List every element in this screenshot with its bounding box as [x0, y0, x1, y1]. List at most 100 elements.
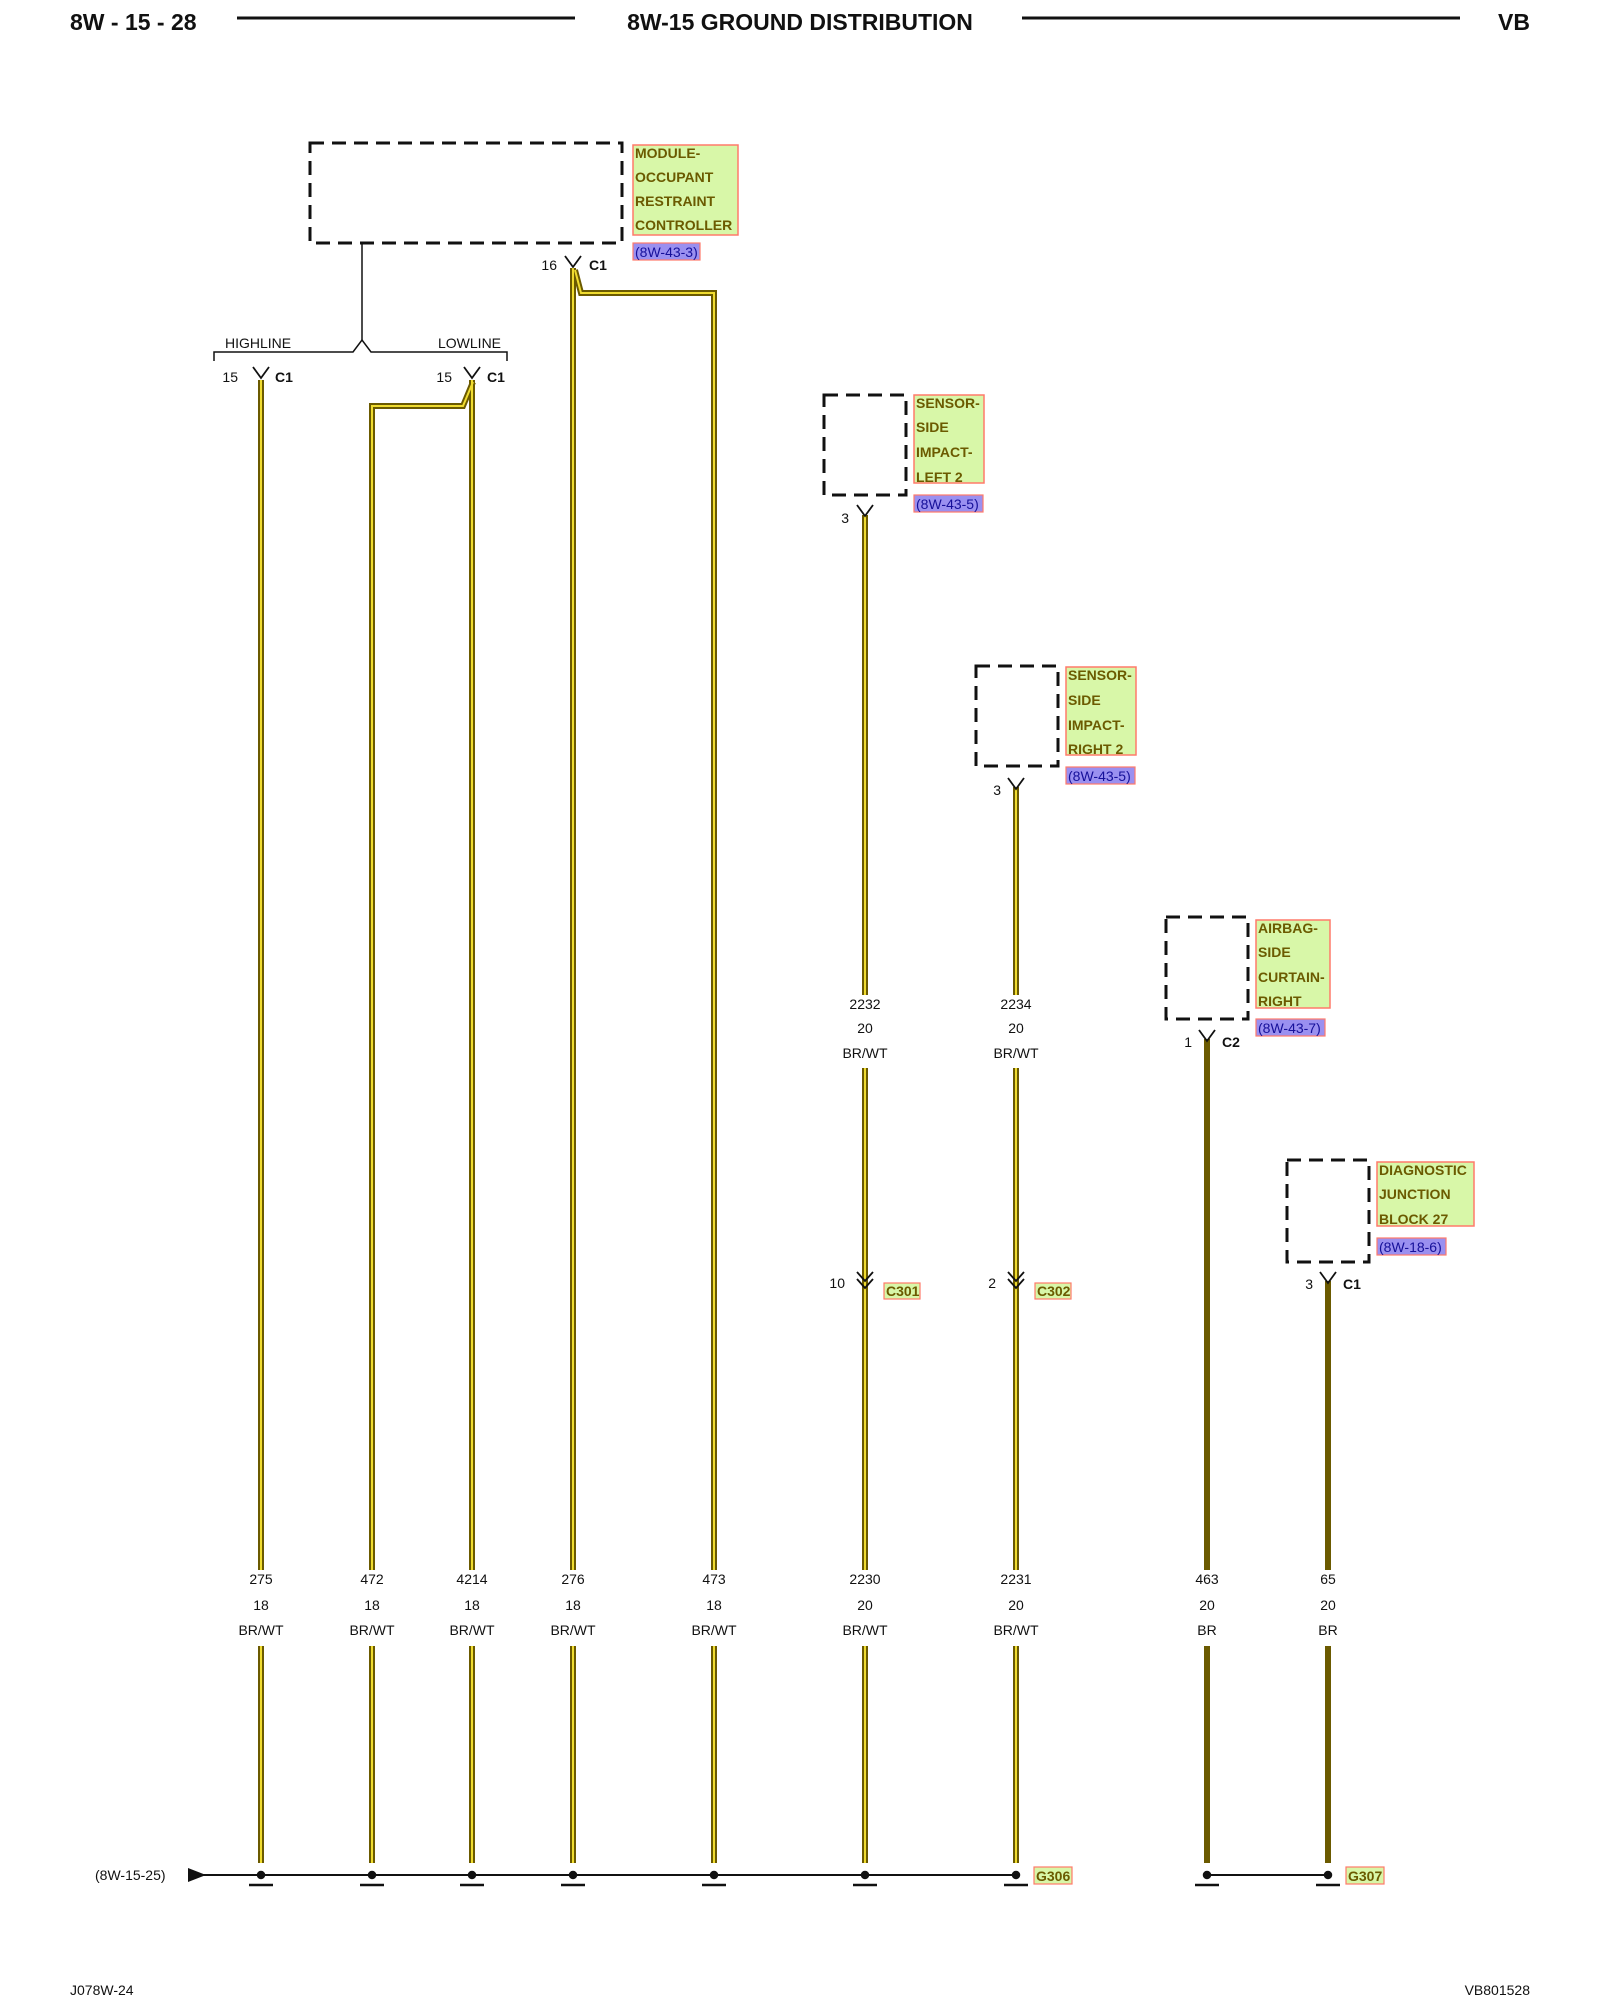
connector-pin-icon [1319, 1271, 1337, 1285]
wire-color: BR/WT [691, 1622, 737, 1638]
wire-color: BR/WT [349, 1622, 395, 1638]
asc-ref-link[interactable]: (8W-43-7) [1258, 1020, 1321, 1036]
connector-name: C1 [1343, 1276, 1361, 1292]
ssir-label-line: IMPACT- [1068, 717, 1125, 733]
wire-circuit-number: 2232 [849, 996, 880, 1012]
orc-label-line: OCCUPANT [635, 169, 714, 185]
inline-pin-number: 10 [829, 1275, 845, 1291]
wire-circuit-number: 2231 [1000, 1571, 1031, 1587]
pin-number: 15 [436, 369, 452, 385]
orc-ref-link[interactable]: (8W-43-3) [635, 244, 698, 260]
wire-color: BR/WT [550, 1622, 596, 1638]
wire-color: BR/WT [842, 1045, 888, 1061]
lower-wire-labels: 275 18 BR/WT 472 18 BR/WT 4214 18 BR/WT … [226, 1570, 1363, 1646]
wire-color: BR [1318, 1622, 1337, 1638]
orc-label-line: CONTROLLER [635, 217, 732, 233]
orc-label-line: RESTRAINT [635, 193, 716, 209]
wire-color: BR [1197, 1622, 1216, 1638]
wire-color: BR/WT [993, 1045, 1039, 1061]
wire-circuit-number: 65 [1320, 1571, 1336, 1587]
c301-link[interactable]: C301 [886, 1283, 920, 1299]
connector-pin-icon [564, 255, 582, 269]
wire-gauge: 20 [857, 1597, 873, 1613]
footer-right-code: VB801528 [1465, 1982, 1531, 1998]
connector-name: C2 [1222, 1034, 1240, 1050]
wire-gauge: 18 [364, 1597, 380, 1613]
djb-label-line: JUNCTION [1379, 1186, 1451, 1202]
connector-pin-icon [252, 366, 270, 380]
page-title: 8W-15 GROUND DISTRIBUTION [627, 9, 973, 35]
ssil-label-line: IMPACT- [916, 444, 973, 460]
orc-module-box [308, 141, 624, 245]
option-bracket [213, 243, 508, 361]
c302-tag-bg [1034, 1282, 1072, 1300]
continuation-arrow-icon [188, 1868, 206, 1882]
asc-label-line: CURTAIN- [1258, 969, 1325, 985]
djb-label-line: BLOCK 27 [1379, 1211, 1448, 1227]
g307-link[interactable]: G307 [1348, 1868, 1382, 1884]
wire-gauge: 18 [565, 1597, 581, 1613]
wire-gauge: 18 [464, 1597, 480, 1613]
wire-color: BR/WT [449, 1622, 495, 1638]
orc-label-line: MODULE- [635, 145, 701, 161]
ssir-label-line: SENSOR- [1068, 667, 1132, 683]
ssil-label-line: SIDE [916, 419, 949, 435]
asc-label-line: SIDE [1258, 944, 1291, 960]
ssir-label-line: RIGHT 2 [1068, 741, 1123, 757]
wire-circuit-number: 276 [561, 1571, 585, 1587]
c302-link[interactable]: C302 [1037, 1283, 1071, 1299]
pin-number: 15 [222, 369, 238, 385]
connector-name: C1 [275, 369, 293, 385]
ssil-label-line: SENSOR- [916, 395, 980, 411]
lowline-label: LOWLINE [438, 335, 501, 351]
wire-circuit-number: 4214 [456, 1571, 487, 1587]
wire-color: BR/WT [238, 1622, 284, 1638]
model-code: VB [1498, 9, 1530, 35]
wire-circuit-number: 275 [249, 1571, 273, 1587]
inline-pin-number: 2 [988, 1275, 996, 1291]
ground-bus [188, 1868, 1340, 1887]
djb-label-line: DIAGNOSTIC [1379, 1162, 1467, 1178]
side-impact-right-label: SENSOR- SIDE IMPACT- RIGHT 2 (8W-43-5) [1065, 666, 1137, 785]
ssil-ref-link[interactable]: (8W-43-5) [916, 496, 979, 512]
g306-link[interactable]: G306 [1036, 1868, 1070, 1884]
g306-tag-bg [1033, 1866, 1073, 1885]
highline-label: HIGHLINE [225, 335, 291, 351]
wire-gauge: 20 [1199, 1597, 1215, 1613]
footer-left-code: J078W-24 [70, 1982, 134, 1998]
wire-color: BR/WT [842, 1622, 888, 1638]
wire-gauge: 20 [857, 1020, 873, 1036]
connector-pin-icon [1007, 777, 1025, 791]
wire-gauge: 20 [1008, 1020, 1024, 1036]
inline-connector-icon [856, 1271, 874, 1290]
wire-circuit-number: 473 [702, 1571, 726, 1587]
page-header: 8W - 15 - 28 8W-15 GROUND DISTRIBUTION V… [70, 9, 1530, 35]
connector-name: C1 [487, 369, 505, 385]
asc-label-line: RIGHT [1258, 993, 1302, 1009]
connector-pin-icon [1198, 1029, 1216, 1043]
inline-connector-icon [1007, 1271, 1025, 1290]
wire-gauge: 18 [706, 1597, 722, 1613]
djb-ref-link[interactable]: (8W-18-6) [1379, 1239, 1442, 1255]
asc-label-line: AIRBAG- [1258, 920, 1318, 936]
curtain-airbag-right-label: AIRBAG- SIDE CURTAIN- RIGHT (8W-43-7) [1255, 919, 1331, 1037]
pin-number: 16 [541, 257, 557, 273]
wire-circuit-number: 463 [1195, 1571, 1219, 1587]
ssil-label-line: LEFT 2 [916, 469, 963, 485]
ground-continuation-ref[interactable]: (8W-15-25) [95, 1867, 166, 1883]
pin-number: 3 [841, 510, 849, 526]
diag-junction-block-label: DIAGNOSTIC JUNCTION BLOCK 27 (8W-18-6) [1376, 1161, 1475, 1256]
diag-junction-block-box [1285, 1158, 1371, 1264]
page-number: 8W - 15 - 28 [70, 9, 197, 35]
curtain-airbag-right-box [1164, 915, 1250, 1021]
wire-gauge: 20 [1320, 1597, 1336, 1613]
wire-gauge: 18 [253, 1597, 269, 1613]
side-impact-left-box [822, 393, 908, 497]
pin-number: 3 [993, 782, 1001, 798]
ssir-ref-link[interactable]: (8W-43-5) [1068, 768, 1131, 784]
wire-gauge: 20 [1008, 1597, 1024, 1613]
pin-number: 3 [1305, 1276, 1313, 1292]
g307-tag-bg [1345, 1866, 1385, 1885]
orc-label: MODULE- OCCUPANT RESTRAINT CONTROLLER (8… [632, 144, 739, 261]
